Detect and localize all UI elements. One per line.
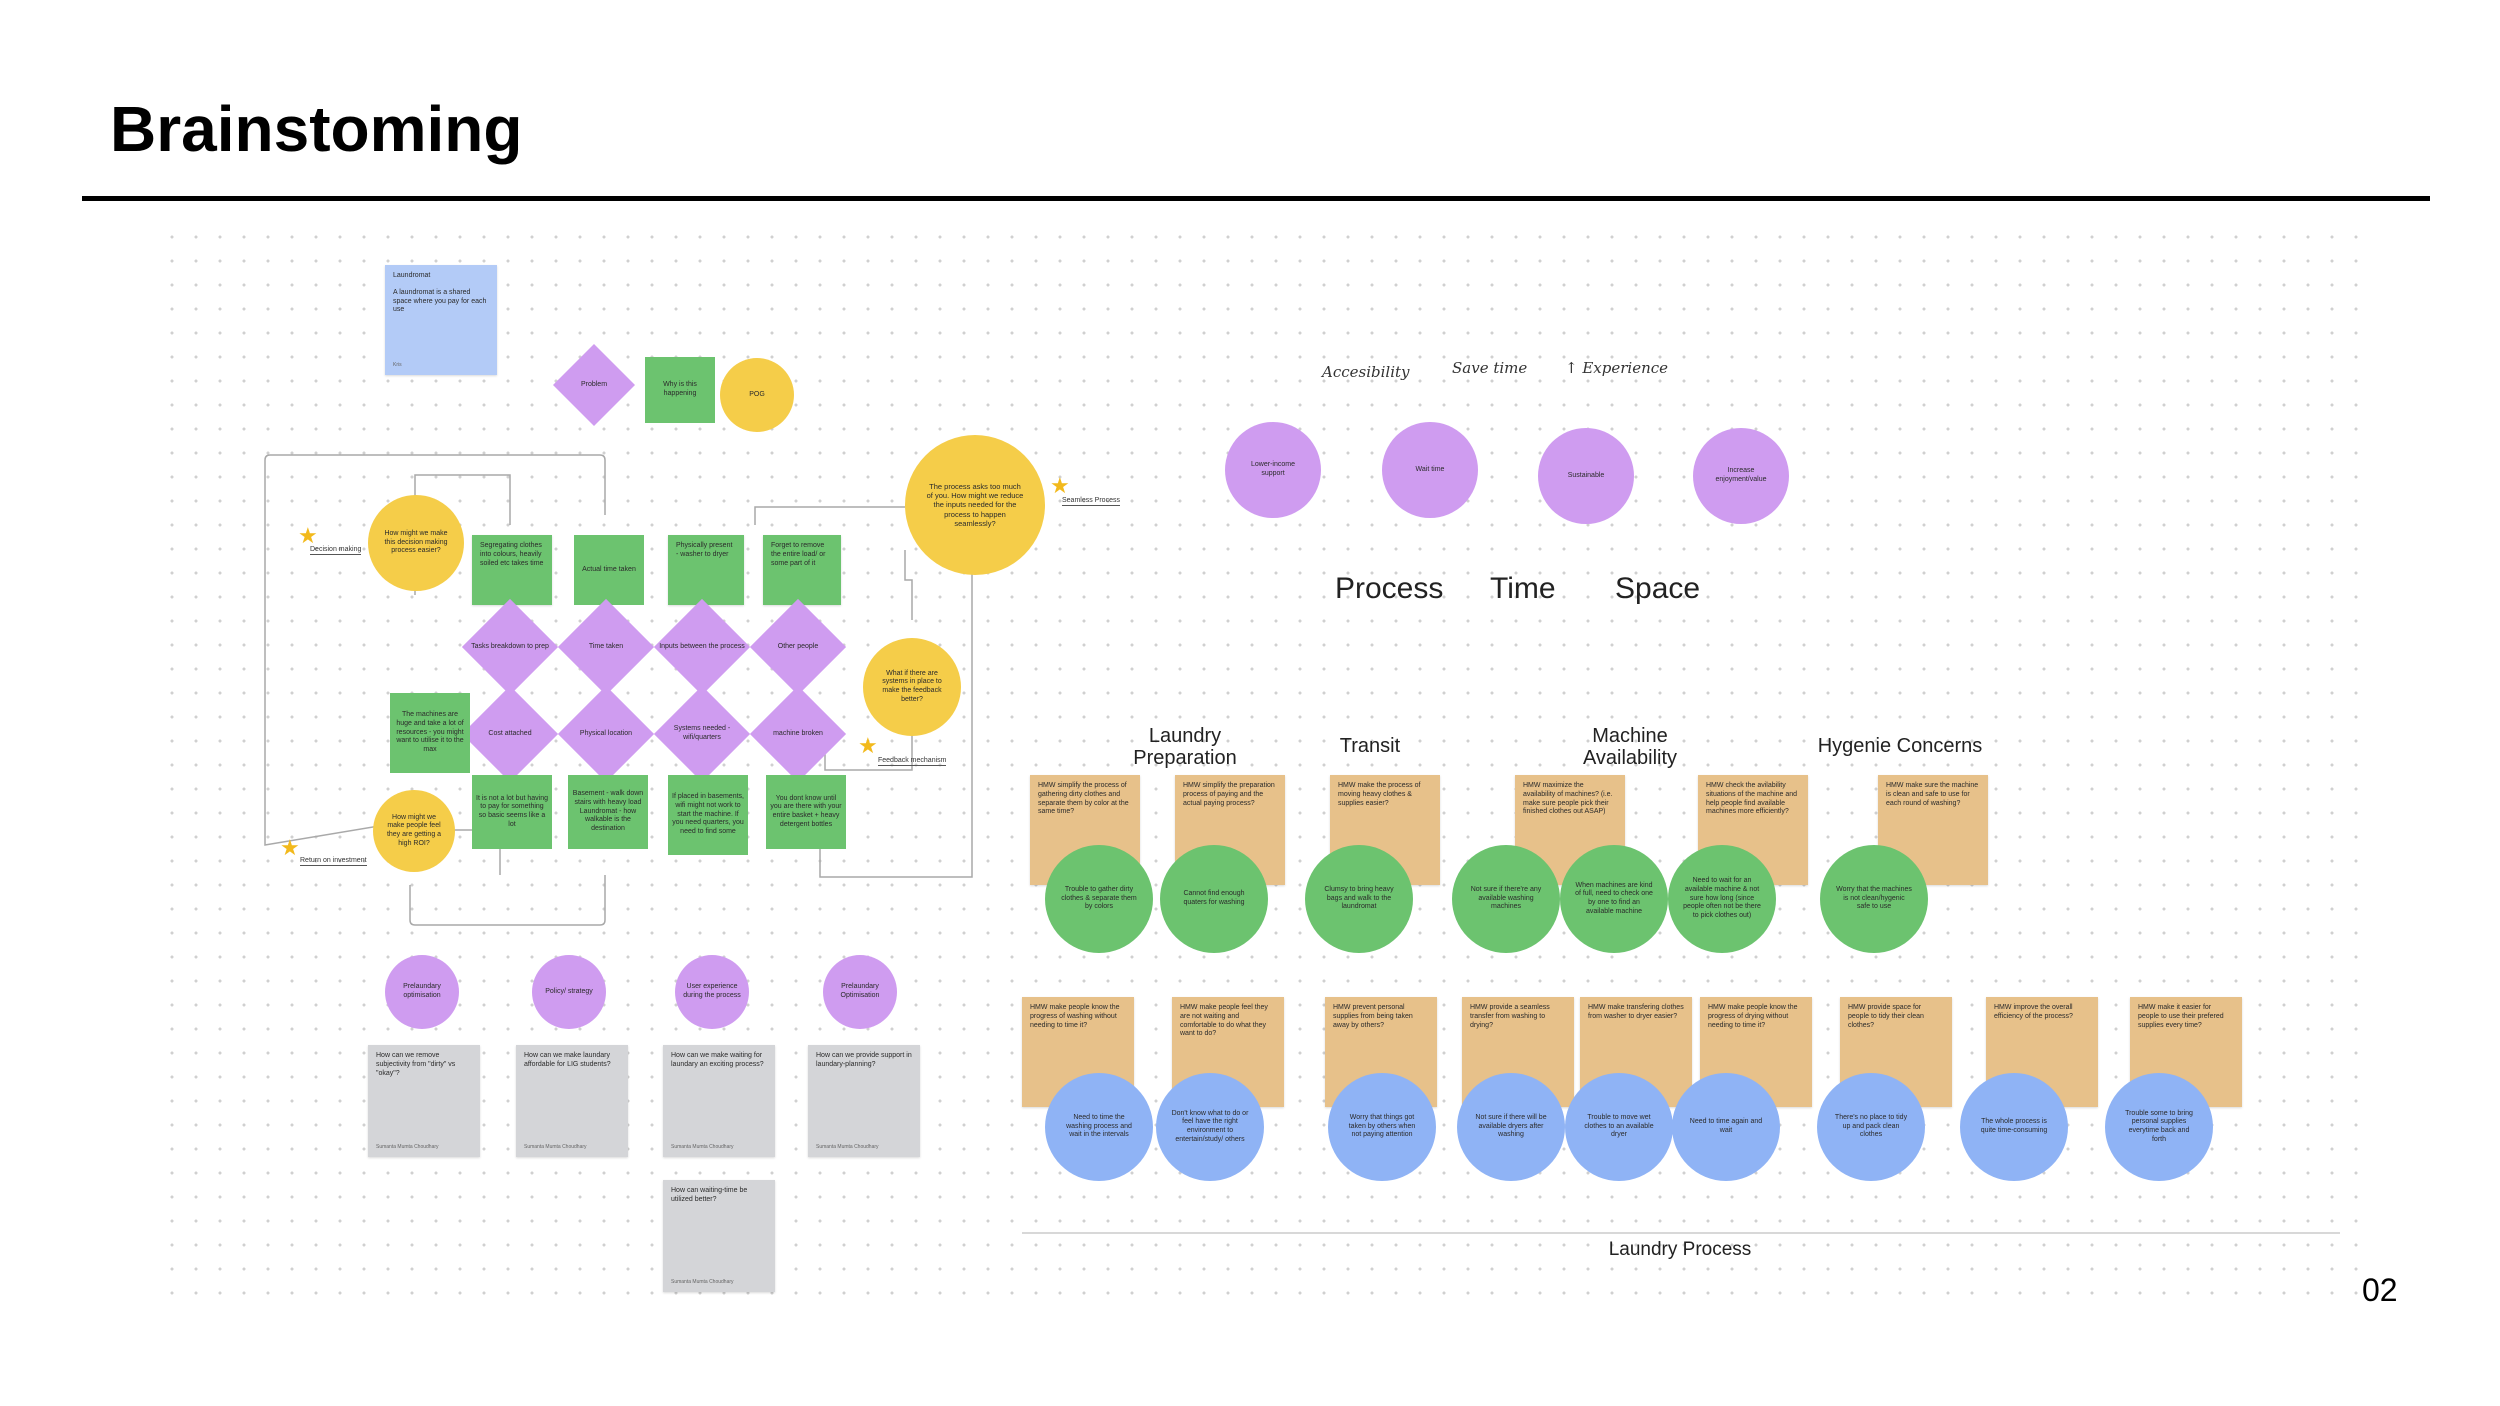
green-note: Actual time taken <box>574 535 644 605</box>
laundry-process-label: Laundry Process <box>1608 1239 1752 1260</box>
gray-note-author: Sumanta Mumta Choudhary <box>671 1278 734 1285</box>
gray-note: How can we make laundary affordable for … <box>516 1045 628 1157</box>
star-icon: ★ <box>280 835 300 860</box>
star-icon: ★ <box>298 523 318 548</box>
purple-circle: Lower-income support <box>1225 422 1321 518</box>
pain-point-circle: Don't know what to do or feel have the r… <box>1156 1073 1264 1181</box>
connector-outer-loop <box>264 454 606 846</box>
connector-right-down <box>904 550 913 620</box>
handwritten-note: ↑ Experience <box>1565 359 1669 377</box>
hmw-decision-circle[interactable]: How might we make this decision making p… <box>368 495 464 591</box>
page-number: 02 <box>2362 1272 2398 1308</box>
pain-point-circle: Worry that things got taken by others wh… <box>1328 1073 1436 1181</box>
green-note: It is not a lot but having to pay for so… <box>472 775 552 849</box>
diamond-label: Time taken <box>588 642 624 650</box>
gray-note-text: How can waiting-time be utilized better? <box>671 1187 748 1203</box>
purple-circle: Wait time <box>1382 422 1478 518</box>
category-transit: Transit <box>1339 735 1401 757</box>
pain-point-circle: Need to time again and wait <box>1672 1073 1780 1181</box>
handwritten-note: Save time <box>1452 359 1528 377</box>
laundromat-note: Laundromat A laundromat is a shared spac… <box>385 265 497 375</box>
purple-circle: Increase enjoyment/value <box>1693 428 1789 524</box>
feedback-circle[interactable]: What if there are systems in place to ma… <box>863 638 961 736</box>
green-note: Physically present - washer to dryer <box>668 535 744 605</box>
category-laundry-preparation: Laundry Preparation <box>1133 725 1237 769</box>
hmw-process-circle[interactable]: The process asks too much of you. How mi… <box>905 435 1045 575</box>
gray-note: How can we make waiting for laundary an … <box>663 1045 775 1157</box>
diamond-label: Physical location <box>579 729 633 737</box>
diamond-label: Other people <box>777 642 819 650</box>
gray-note: How can waiting-time be utilized better?… <box>663 1180 775 1292</box>
gray-note-author: Sumanta Mumta Choudhary <box>671 1143 734 1150</box>
gray-note-text: How can we make waiting for laundary an … <box>671 1052 764 1068</box>
green-note: Basement - walk down stairs with heavy l… <box>568 775 648 849</box>
laundromat-note-footer: Kris <box>393 361 402 368</box>
purple-circle: Policy/ strategy <box>532 955 606 1029</box>
title-divider <box>82 196 2430 201</box>
pain-point-circle: Not sure if there will be available drye… <box>1457 1073 1565 1181</box>
gray-note-author: Sumanta Mumta Choudhary <box>816 1143 879 1150</box>
green-note: You dont know until you are there with y… <box>766 775 846 849</box>
pain-point-circle: Trouble to move wet clothes to an availa… <box>1565 1073 1673 1181</box>
star-icon: ★ <box>858 733 878 758</box>
brainstorm-board: Laundromat A laundromat is a shared spac… <box>160 225 2360 1315</box>
pain-point-circle: When machines are kind of full, need to … <box>1560 845 1668 953</box>
feedback-tag: Feedback mechanism <box>878 757 947 766</box>
pain-point-circle: Need to time the washing process and wai… <box>1045 1073 1153 1181</box>
green-note: The machines are huge and take a lot of … <box>390 693 470 773</box>
pain-point-circle: There's no place to tidy up and pack cle… <box>1817 1073 1925 1181</box>
hmw-roi-circle[interactable]: How might we make people feel they are g… <box>373 790 455 872</box>
pain-point-circle: Trouble some to bring personal supplies … <box>2105 1073 2213 1181</box>
purple-circle: Sustainable <box>1538 428 1634 524</box>
purple-circle: Prelaundary optimisation <box>385 955 459 1029</box>
pain-point-circle: Clumsy to bring heavy bags and walk to t… <box>1305 845 1413 953</box>
decision-tag: Decision making <box>310 546 362 555</box>
gray-note: How can we remove subjectivity from "dir… <box>368 1045 480 1157</box>
pog-circle: POG <box>720 358 794 432</box>
space-label: Space <box>1615 572 1701 605</box>
connector-bottom-loop <box>409 875 606 926</box>
gray-note-text: How can we make laundary affordable for … <box>524 1052 611 1068</box>
why-note: Why is this happening <box>645 357 715 423</box>
diamond-label: Cost attached <box>488 729 532 737</box>
handwritten-note: Accesibility <box>1322 363 1410 381</box>
pain-point-circle: Not sure if there're any available washi… <box>1452 845 1560 953</box>
gray-note-author: Sumanta Mumta Choudhary <box>524 1143 587 1150</box>
purple-circle: User experience during the process <box>675 955 749 1029</box>
time-label: Time <box>1490 572 1556 605</box>
pain-point-circle: Trouble to gather dirty clothes & separa… <box>1045 845 1153 953</box>
green-note: Segregating clothes into colours, heavil… <box>472 535 552 605</box>
diamond-label: machine broken <box>773 729 823 737</box>
category-machine-availability: Machine Availability <box>1582 725 1678 769</box>
purple-circle: Prelaundary Optimisation <box>823 955 897 1029</box>
connector-top-right <box>754 506 905 525</box>
star-icon: ★ <box>1050 473 1070 498</box>
gray-note-text: How can we provide support in laundary-p… <box>816 1052 912 1068</box>
gray-note-author: Sumanta Mumta Choudhary <box>376 1143 439 1150</box>
diamond-label: Tasks breakdown to prep <box>471 642 549 650</box>
return-tag: Return on investment <box>300 857 367 866</box>
problem-label: Problem <box>580 380 608 388</box>
category-hygiene-concerns: Hygenie Concerns <box>1817 735 1983 757</box>
seamless-tag: Seamless Process <box>1062 497 1120 506</box>
process-label: Process <box>1335 572 1444 605</box>
green-note: If placed in basements, wifi might not w… <box>668 775 748 855</box>
pain-point-circle: The whole process is quite time-consumin… <box>1960 1073 2068 1181</box>
pain-point-circle: Need to wait for an available machine & … <box>1668 845 1776 953</box>
pain-point-circle: Worry that the machines is not clean/hyg… <box>1820 845 1928 953</box>
gray-note: How can we provide support in laundary-p… <box>808 1045 920 1157</box>
gray-note-text: How can we remove subjectivity from "dir… <box>376 1052 456 1077</box>
page-title: Brainstoming <box>110 93 523 165</box>
diamond-label: Inputs between the process <box>659 642 745 650</box>
laundromat-note-heading: Laundromat <box>393 272 431 279</box>
diamond-label: Systems needed - wifi/quarters <box>673 725 731 741</box>
pain-point-circle: Cannot find enough quaters for washing <box>1160 845 1268 953</box>
laundromat-note-body: A laundromat is a shared space where you… <box>393 288 487 314</box>
green-note: Forget to remove the entire load/ or som… <box>763 535 841 605</box>
